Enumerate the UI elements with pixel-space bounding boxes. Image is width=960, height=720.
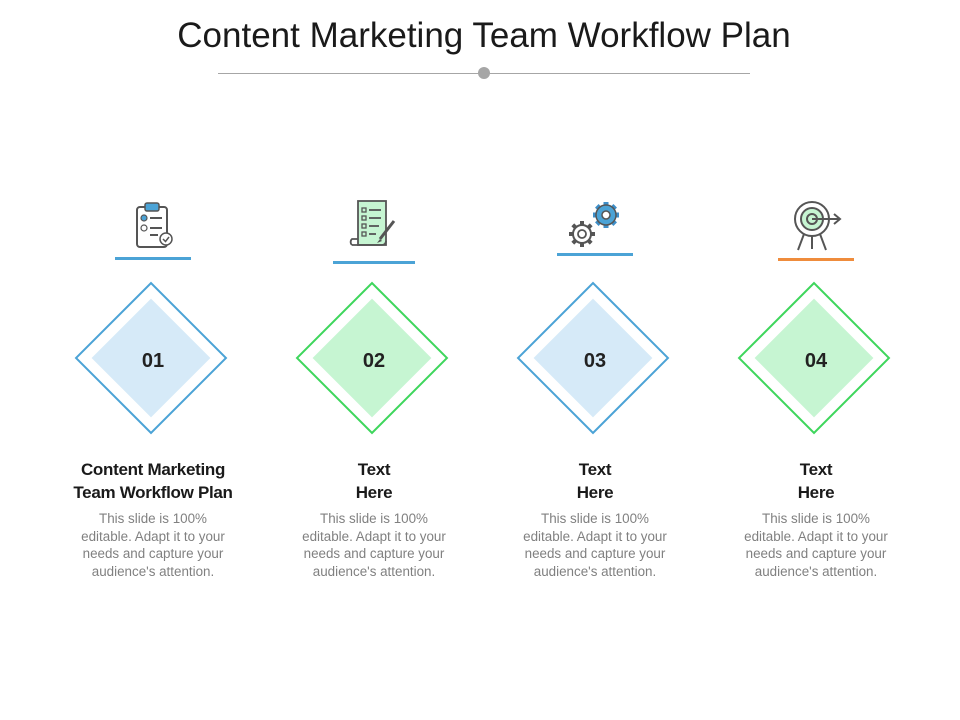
icon-underline [557, 253, 633, 256]
step-number: 01 [141, 350, 165, 372]
step-heading: Text Here [495, 458, 695, 504]
gears-icon [555, 195, 635, 255]
step-heading: Text Here [274, 458, 474, 504]
icon-underline [115, 257, 191, 260]
step-heading-line-2: Here [797, 483, 835, 502]
step-description: This slide is 100% editable. Adapt it to… [523, 511, 667, 579]
clipboard-checklist-icon [113, 195, 193, 255]
step-number: 02 [362, 350, 386, 372]
step-description: This slide is 100% editable. Adapt it to… [81, 511, 225, 579]
step-heading-line-2: Here [355, 483, 393, 502]
step-heading-line-1: Text [578, 460, 612, 479]
step-heading-line-1: Content Marketing [80, 460, 226, 479]
step-heading: Text Here [716, 458, 916, 504]
step-heading-line-2: Team Workflow Plan [73, 483, 233, 502]
step-description: This slide is 100% editable. Adapt it to… [744, 511, 888, 579]
scroll-checklist-icon [334, 195, 414, 255]
title-divider-dot [478, 67, 490, 79]
step-number: 04 [804, 350, 828, 372]
step-heading-line-1: Text [357, 460, 391, 479]
step-description: This slide is 100% editable. Adapt it to… [302, 511, 446, 579]
target-arrow-icon [776, 195, 856, 255]
step-heading-line-1: Text [799, 460, 833, 479]
icon-underline [333, 261, 415, 264]
step-heading-line-2: Here [576, 483, 614, 502]
step-number: 03 [583, 350, 607, 372]
icon-underline [778, 258, 854, 261]
slide-title: Content Marketing Team Workflow Plan [177, 16, 791, 55]
step-heading: Content Marketing Team Workflow Plan [53, 458, 253, 504]
